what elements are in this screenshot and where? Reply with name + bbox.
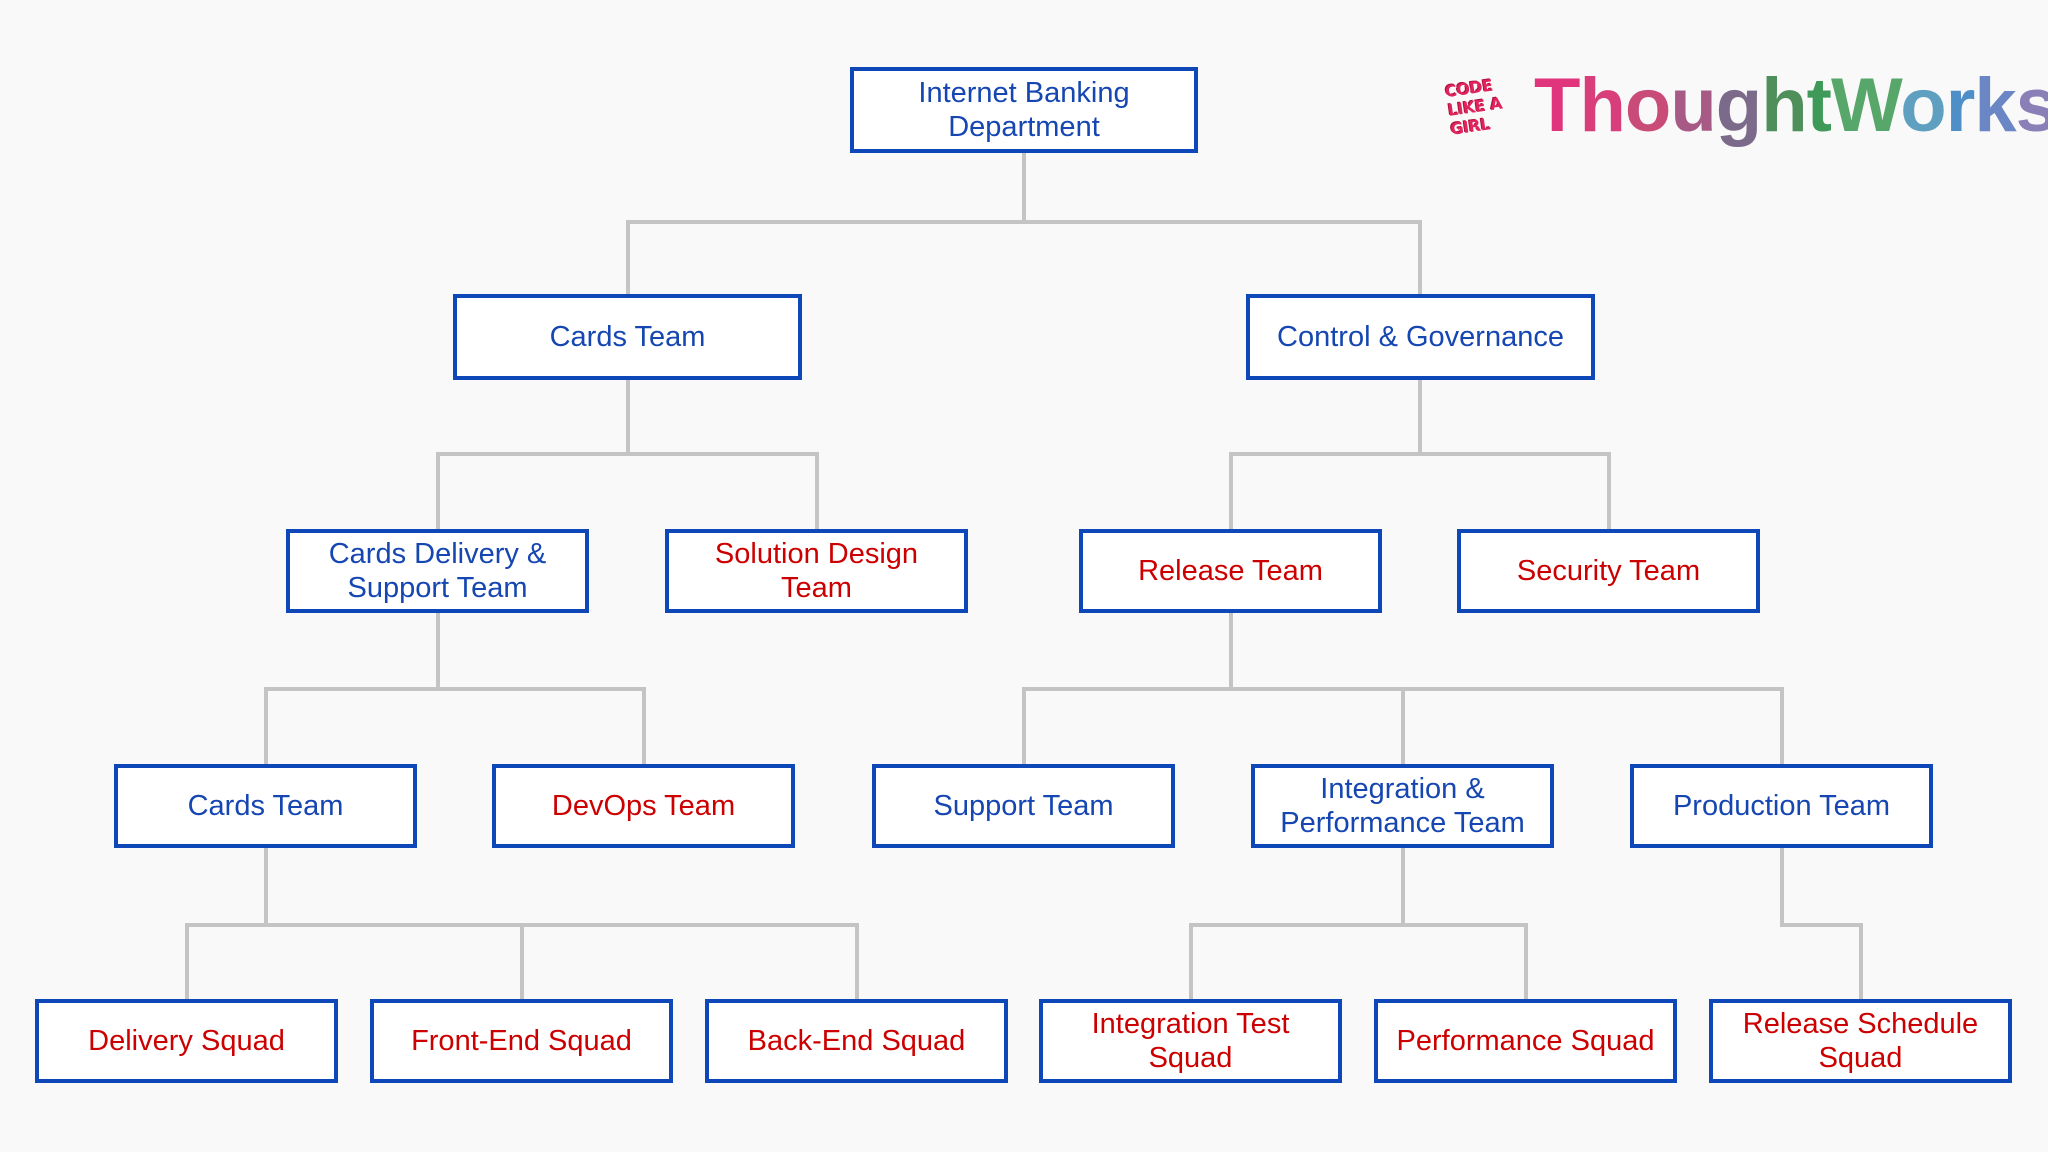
- connector-integration-to-integration-test: [1189, 848, 1405, 1001]
- node-label: Back-End Squad: [747, 1025, 966, 1057]
- connector-cards-team-to-back-end-squad: [266, 923, 859, 1001]
- node-security-team: Security Team: [1457, 529, 1760, 613]
- node-label: Integration Test Squad: [1091, 1008, 1290, 1074]
- node-internet-banking-department: Internet Banking Department: [850, 67, 1198, 153]
- node-devops-team: DevOps Team: [492, 764, 795, 848]
- connector-control-to-release: [1229, 378, 1422, 531]
- node-label: Cards Delivery & Support Team: [328, 538, 547, 604]
- wordmark-letter: h: [1761, 63, 1807, 148]
- connector-integration-to-performance: [1403, 923, 1528, 1001]
- connector-cards-team-to-delivery-support: [436, 378, 630, 531]
- wordmark-letter: o: [1900, 63, 1946, 148]
- node-label: Release Schedule Squad: [1742, 1008, 1979, 1074]
- wordmark-letter: u: [1670, 63, 1716, 148]
- node-label: Security Team: [1516, 555, 1701, 587]
- node-label: Front-End Squad: [411, 1025, 632, 1057]
- node-label: DevOps Team: [551, 790, 736, 822]
- connector-control-to-security: [1420, 452, 1611, 531]
- node-release-schedule-squad: Release Schedule Squad: [1709, 999, 2012, 1083]
- node-label: Production Team: [1672, 790, 1891, 822]
- node-label: Solution Design Team: [714, 538, 919, 604]
- wordmark-letter: g: [1715, 63, 1762, 148]
- connector-delivery-support-to-devops: [438, 687, 646, 766]
- node-support-team: Support Team: [872, 764, 1175, 848]
- wordmark-letter: s: [2015, 63, 2048, 148]
- node-label: Integration & Performance Team: [1280, 773, 1525, 839]
- connector-production-to-release-schedule: [1780, 848, 1863, 1001]
- node-cards-team-sub: Cards Team: [114, 764, 417, 848]
- code-like-a-girl-logo: CODE LIKE A GIRL: [1444, 74, 1510, 143]
- wordmark-letter: T: [1534, 63, 1580, 148]
- node-integration-performance-team: Integration & Performance Team: [1251, 764, 1554, 848]
- wordmark-letter: W: [1830, 63, 1901, 148]
- node-label: Delivery Squad: [88, 1025, 285, 1057]
- node-control-governance: Control & Governance: [1246, 294, 1595, 380]
- connector-root-to-cards-team: [626, 153, 1026, 296]
- node-production-team: Production Team: [1630, 764, 1933, 848]
- node-release-team: Release Team: [1079, 529, 1382, 613]
- node-label: Control & Governance: [1277, 321, 1564, 353]
- node-label: Cards Team: [549, 321, 706, 353]
- thoughtworks-logo: ThoughtWorks®: [1534, 62, 2048, 149]
- node-label: Cards Team: [187, 790, 344, 822]
- node-delivery-squad: Delivery Squad: [35, 999, 338, 1083]
- connector-release-to-production: [1231, 687, 1784, 766]
- wordmark-letter: k: [1974, 63, 2016, 148]
- node-label: Internet Banking Department: [918, 77, 1130, 143]
- node-performance-squad: Performance Squad: [1374, 999, 1677, 1083]
- connector-cards-team-to-delivery-squad: [185, 848, 268, 1001]
- connector-delivery-support-to-cards-team: [264, 613, 440, 766]
- connector-release-to-integration: [1231, 687, 1405, 766]
- node-cards-delivery-support-team: Cards Delivery & Support Team: [286, 529, 589, 613]
- node-label: Release Team: [1138, 555, 1323, 587]
- brand-logos: CODE LIKE A GIRL ThoughtWorks®: [1440, 63, 2048, 164]
- wordmark-letter: h: [1579, 63, 1625, 148]
- thoughtworks-wordmark: ThoughtWorks: [1534, 63, 2048, 148]
- connector-cards-team-to-front-end-squad: [266, 923, 524, 1001]
- connector-cards-team-to-solution-design: [628, 452, 819, 531]
- node-label: Support Team: [933, 790, 1114, 822]
- node-integration-test-squad: Integration Test Squad: [1039, 999, 1342, 1083]
- node-back-end-squad: Back-End Squad: [705, 999, 1008, 1083]
- node-solution-design-team: Solution Design Team: [665, 529, 968, 613]
- wordmark-letter: o: [1624, 63, 1671, 148]
- wordmark-letter: t: [1806, 63, 1832, 148]
- node-front-end-squad: Front-End Squad: [370, 999, 673, 1083]
- connector-root-to-control-governance: [1024, 220, 1422, 296]
- node-label: Performance Squad: [1396, 1025, 1655, 1057]
- wordmark-letter: r: [1945, 63, 1976, 148]
- node-cards-team: Cards Team: [453, 294, 802, 380]
- connector-release-to-support: [1022, 613, 1233, 766]
